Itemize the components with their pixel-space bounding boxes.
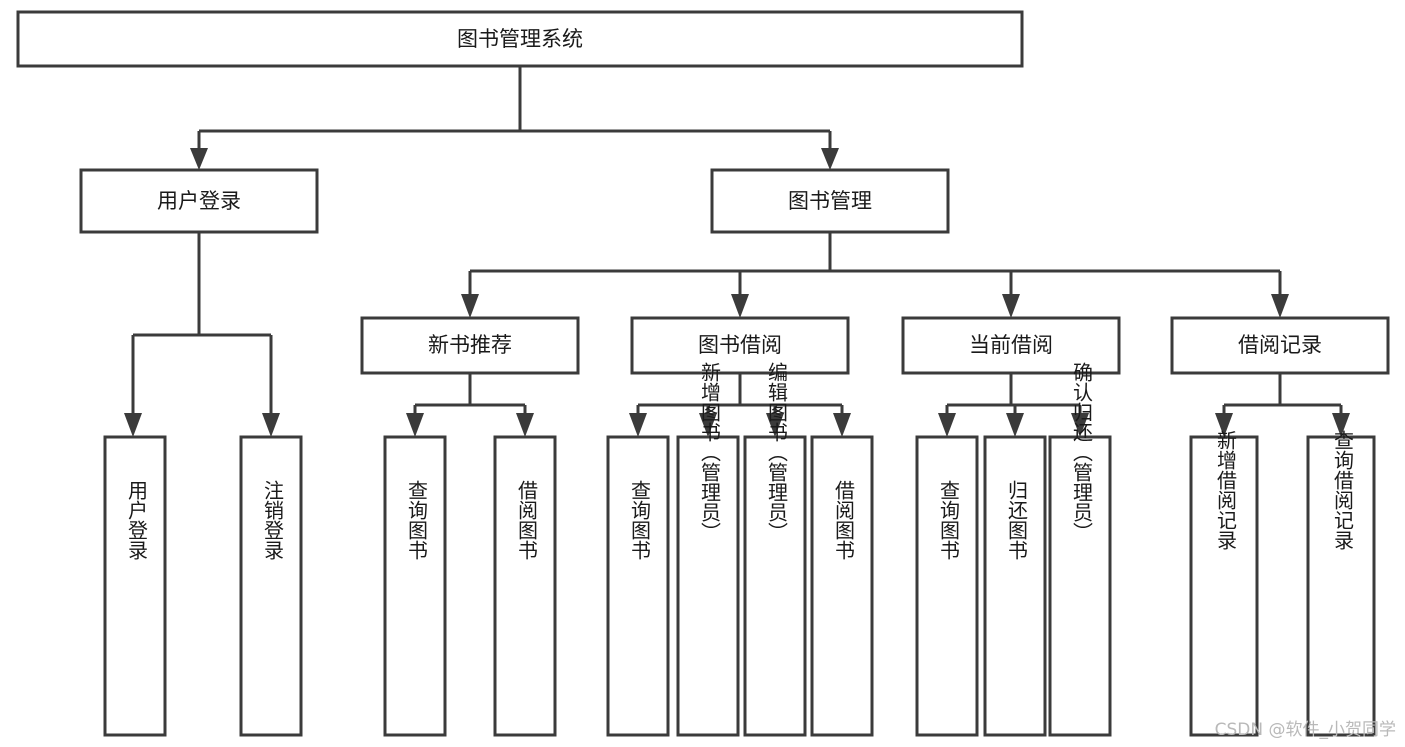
leaf-book-borrow-4-box[interactable] xyxy=(810,435,874,737)
leaf-user-login-1-box[interactable] xyxy=(103,435,167,737)
arrow-root-to-book-mgmt xyxy=(821,148,839,170)
arrow-book-borrow-leaf2 xyxy=(699,413,717,437)
node-new-book-recommend[interactable]: 新书推荐 xyxy=(360,316,580,375)
connector-layer xyxy=(124,66,1350,437)
leaf-current-borrow-1-box[interactable] xyxy=(915,435,979,737)
node-book-borrow[interactable]: 图书借阅 xyxy=(630,316,850,375)
node-current-borrow-label: 当前借阅 xyxy=(969,333,1053,357)
leaf-user-login-2-label: 注销登录 xyxy=(261,480,285,560)
leaf-new-book-2[interactable]: 借阅图书 xyxy=(493,435,557,737)
leaf-book-borrow-1[interactable]: 查询图书 xyxy=(606,435,670,737)
leaf-book-borrow-1-label: 查询图书 xyxy=(628,480,652,560)
leaf-new-book-1[interactable]: 查询图书 xyxy=(383,435,447,737)
leaf-borrow-record-2-box[interactable] xyxy=(1306,435,1376,737)
leaf-current-borrow-3[interactable]: 确认归还（管理员） xyxy=(1048,362,1112,737)
arrow-to-current-borrow xyxy=(1002,294,1020,318)
leaf-current-borrow-1[interactable]: 查询图书 xyxy=(915,435,979,737)
leaf-user-login-1-label: 用户登录 xyxy=(125,480,149,560)
leaf-book-borrow-4-label: 借阅图书 xyxy=(832,480,856,560)
leaf-current-borrow-1-label: 查询图书 xyxy=(937,480,961,560)
node-book-borrow-label: 图书借阅 xyxy=(698,333,782,357)
leaf-current-borrow-2-label: 归还图书 xyxy=(1005,480,1029,560)
node-current-borrow[interactable]: 当前借阅 xyxy=(901,316,1121,375)
arrow-current-borrow-leaf1 xyxy=(938,413,956,437)
arrow-current-borrow-leaf2 xyxy=(1006,413,1024,437)
arrow-user-login-leaf1 xyxy=(124,413,142,437)
leaf-borrow-record-1-label: 新增借阅记录 xyxy=(1214,430,1238,550)
node-borrow-record-label: 借阅记录 xyxy=(1238,333,1322,357)
leaf-borrow-record-1-box[interactable] xyxy=(1189,435,1259,737)
node-borrow-record-box[interactable] xyxy=(1170,316,1390,375)
leaf-new-book-2-label: 借阅图书 xyxy=(515,480,539,560)
node-user-login-box[interactable] xyxy=(79,168,319,234)
arrow-to-book-borrow xyxy=(731,294,749,318)
node-book-management-label: 图书管理 xyxy=(788,189,872,213)
node-root-label: 图书管理系统 xyxy=(457,27,583,51)
arrow-current-borrow-leaf3 xyxy=(1071,413,1089,437)
arrow-to-new-book xyxy=(461,294,479,318)
arrow-book-borrow-leaf4 xyxy=(833,413,851,437)
leaf-book-borrow-2[interactable]: 新增图书（管理员） xyxy=(676,362,740,737)
arrow-new-book-leaf1 xyxy=(406,413,424,437)
leaf-new-book-2-box[interactable] xyxy=(493,435,557,737)
node-user-login-label: 用户登录 xyxy=(157,189,241,213)
leaf-book-borrow-4[interactable]: 借阅图书 xyxy=(810,435,874,737)
arrow-borrow-record-leaf1 xyxy=(1215,413,1233,437)
leaf-borrow-record-2-label: 查询借阅记录 xyxy=(1331,430,1355,550)
node-new-book-recommend-box[interactable] xyxy=(360,316,580,375)
arrow-book-borrow-leaf3 xyxy=(766,413,784,437)
csdn-watermark: CSDN @软件_小贺同学 xyxy=(1215,720,1396,740)
leaf-user-login-2-box[interactable] xyxy=(239,435,303,737)
leaf-new-book-1-box[interactable] xyxy=(383,435,447,737)
node-current-borrow-box[interactable] xyxy=(901,316,1121,375)
arrow-new-book-leaf2 xyxy=(516,413,534,437)
arrow-to-borrow-record xyxy=(1271,294,1289,318)
node-book-management-box[interactable] xyxy=(710,168,950,234)
leaf-book-borrow-1-box[interactable] xyxy=(606,435,670,737)
node-user-login[interactable]: 用户登录 xyxy=(79,168,319,234)
leaf-borrow-record-2[interactable]: 查询借阅记录 xyxy=(1306,430,1376,737)
arrow-user-login-leaf2 xyxy=(262,413,280,437)
leaf-user-login-2[interactable]: 注销登录 xyxy=(239,435,303,737)
leaf-book-borrow-2-label: 新增图书（管理员） xyxy=(698,362,722,542)
node-root[interactable]: 图书管理系统 xyxy=(16,10,1024,68)
leaf-book-borrow-2-box[interactable] xyxy=(676,435,740,737)
leaf-borrow-record-1[interactable]: 新增借阅记录 xyxy=(1189,430,1259,737)
node-root-box[interactable] xyxy=(16,10,1024,68)
leaf-current-borrow-2-box[interactable] xyxy=(983,435,1047,737)
node-book-borrow-box[interactable] xyxy=(630,316,850,375)
leaf-book-borrow-3[interactable]: 编辑图书（管理员） xyxy=(743,362,807,737)
node-new-book-recommend-label: 新书推荐 xyxy=(428,333,512,357)
leaf-current-borrow-3-label: 确认归还（管理员） xyxy=(1070,362,1094,542)
arrow-borrow-record-leaf2 xyxy=(1332,413,1350,437)
arrow-root-to-user-login xyxy=(190,148,208,170)
node-book-management[interactable]: 图书管理 xyxy=(710,168,950,234)
arrow-book-borrow-leaf1 xyxy=(629,413,647,437)
node-borrow-record[interactable]: 借阅记录 xyxy=(1170,316,1390,375)
leaf-current-borrow-2[interactable]: 归还图书 xyxy=(983,435,1047,737)
leaf-current-borrow-3-box[interactable] xyxy=(1048,435,1112,737)
leaf-new-book-1-label: 查询图书 xyxy=(405,480,429,560)
leaf-user-login-1[interactable]: 用户登录 xyxy=(103,435,167,737)
leaf-book-borrow-3-box[interactable] xyxy=(743,435,807,737)
leaf-book-borrow-3-label: 编辑图书（管理员） xyxy=(765,362,789,542)
